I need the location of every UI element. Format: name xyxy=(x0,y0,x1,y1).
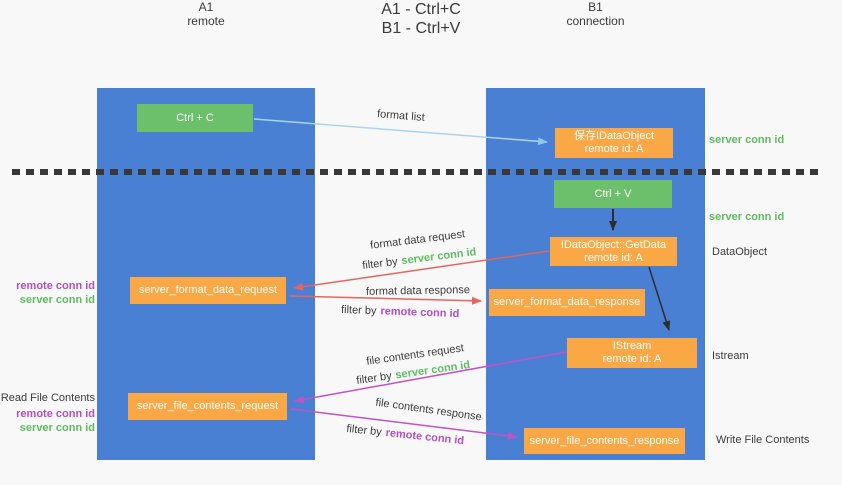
label-file-conn-pair: remote conn id server conn id xyxy=(0,407,95,435)
lane-right-role: connection xyxy=(566,14,625,28)
box-idataobject-getdata-line1: IDataObject::GetData xyxy=(560,238,667,251)
box-ctrl-c: Ctrl + C xyxy=(137,104,253,132)
title-line-2: B1 - Ctrl+V xyxy=(381,20,461,37)
label-read-file-contents: Read File Contents xyxy=(0,392,95,404)
label-server-conn-id-mid: server conn id xyxy=(709,211,785,223)
diagram-title: A1 - Ctrl+C B1 - Ctrl+V xyxy=(0,0,842,38)
arrow-label-file-contents-response: file contents response xyxy=(374,396,483,424)
box-server-format-data-response-label: server_format_data_response xyxy=(493,296,641,308)
label-format-remote-conn-id: remote conn id xyxy=(16,280,95,292)
box-server-file-contents-request: server_file_contents_request xyxy=(128,393,287,420)
label-file-server-conn-id: server conn id xyxy=(19,422,95,434)
box-ctrl-c-label: Ctrl + C xyxy=(176,111,214,124)
box-server-format-data-request-label: server_format_data_request xyxy=(138,284,278,296)
lane-left-role: remote xyxy=(187,14,225,28)
lane-header-left: A1 remote xyxy=(97,0,315,28)
lane-right-name: B1 xyxy=(588,0,603,14)
box-idataobject-getdata-line2: remote id: A xyxy=(584,251,643,264)
label-write-file-contents: Write File Contents xyxy=(716,434,810,446)
label-dataobject: DataObject xyxy=(712,246,768,258)
box-ctrl-v-label: Ctrl + V xyxy=(594,187,632,200)
label-istream: Istream xyxy=(712,350,749,362)
label-format-conn-pair: remote conn id server conn id xyxy=(0,279,95,307)
box-istream-line2: remote id: A xyxy=(602,353,662,365)
box-save-idataobject: 保存IDataObject remote id: A xyxy=(555,128,673,158)
lane-header-right: B1 connection xyxy=(486,0,705,28)
box-server-format-data-response: server_format_data_response xyxy=(489,289,645,316)
box-save-idataobject-line1: 保存IDataObject xyxy=(573,130,655,142)
filter-key-remote-conn-id-2: remote conn id xyxy=(385,426,465,448)
box-server-file-contents-response: server_file_contents_response xyxy=(524,428,685,454)
filter-key-remote-conn-id-1: remote conn id xyxy=(380,305,460,321)
filter-prefix-3: filter by xyxy=(355,370,393,387)
lane-left-name: A1 xyxy=(198,0,214,14)
box-server-file-contents-request-label: server_file_contents_request xyxy=(136,400,279,412)
box-istream-line1: IStream xyxy=(612,340,652,352)
box-idataobject-getdata: IDataObject::GetData remote id: A xyxy=(550,237,677,266)
label-file-remote-conn-id: remote conn id xyxy=(16,408,95,420)
dotted-separator xyxy=(12,169,823,175)
filter-prefix-1: filter by xyxy=(361,255,399,272)
filter-prefix-2: filter by xyxy=(340,303,377,318)
box-server-file-contents-response-label: server_file_contents_response xyxy=(529,434,680,447)
box-istream: IStream remote id: A xyxy=(567,338,697,368)
title-line-1: A1 - Ctrl+C xyxy=(381,1,461,18)
box-save-idataobject-line2: remote id: A xyxy=(584,143,644,155)
arrow-label-format-list: format list xyxy=(376,108,426,124)
box-ctrl-v: Ctrl + V xyxy=(554,180,672,208)
box-server-format-data-request: server_format_data_request xyxy=(130,277,286,304)
filter-key-server-conn-id-1: server conn id xyxy=(400,246,477,268)
filter-prefix-4: filter by xyxy=(345,422,383,439)
arrow-label-format-data-response: format data response xyxy=(365,284,471,298)
label-server-conn-id-top: server conn id xyxy=(709,134,785,146)
label-format-server-conn-id: server conn id xyxy=(19,294,95,306)
